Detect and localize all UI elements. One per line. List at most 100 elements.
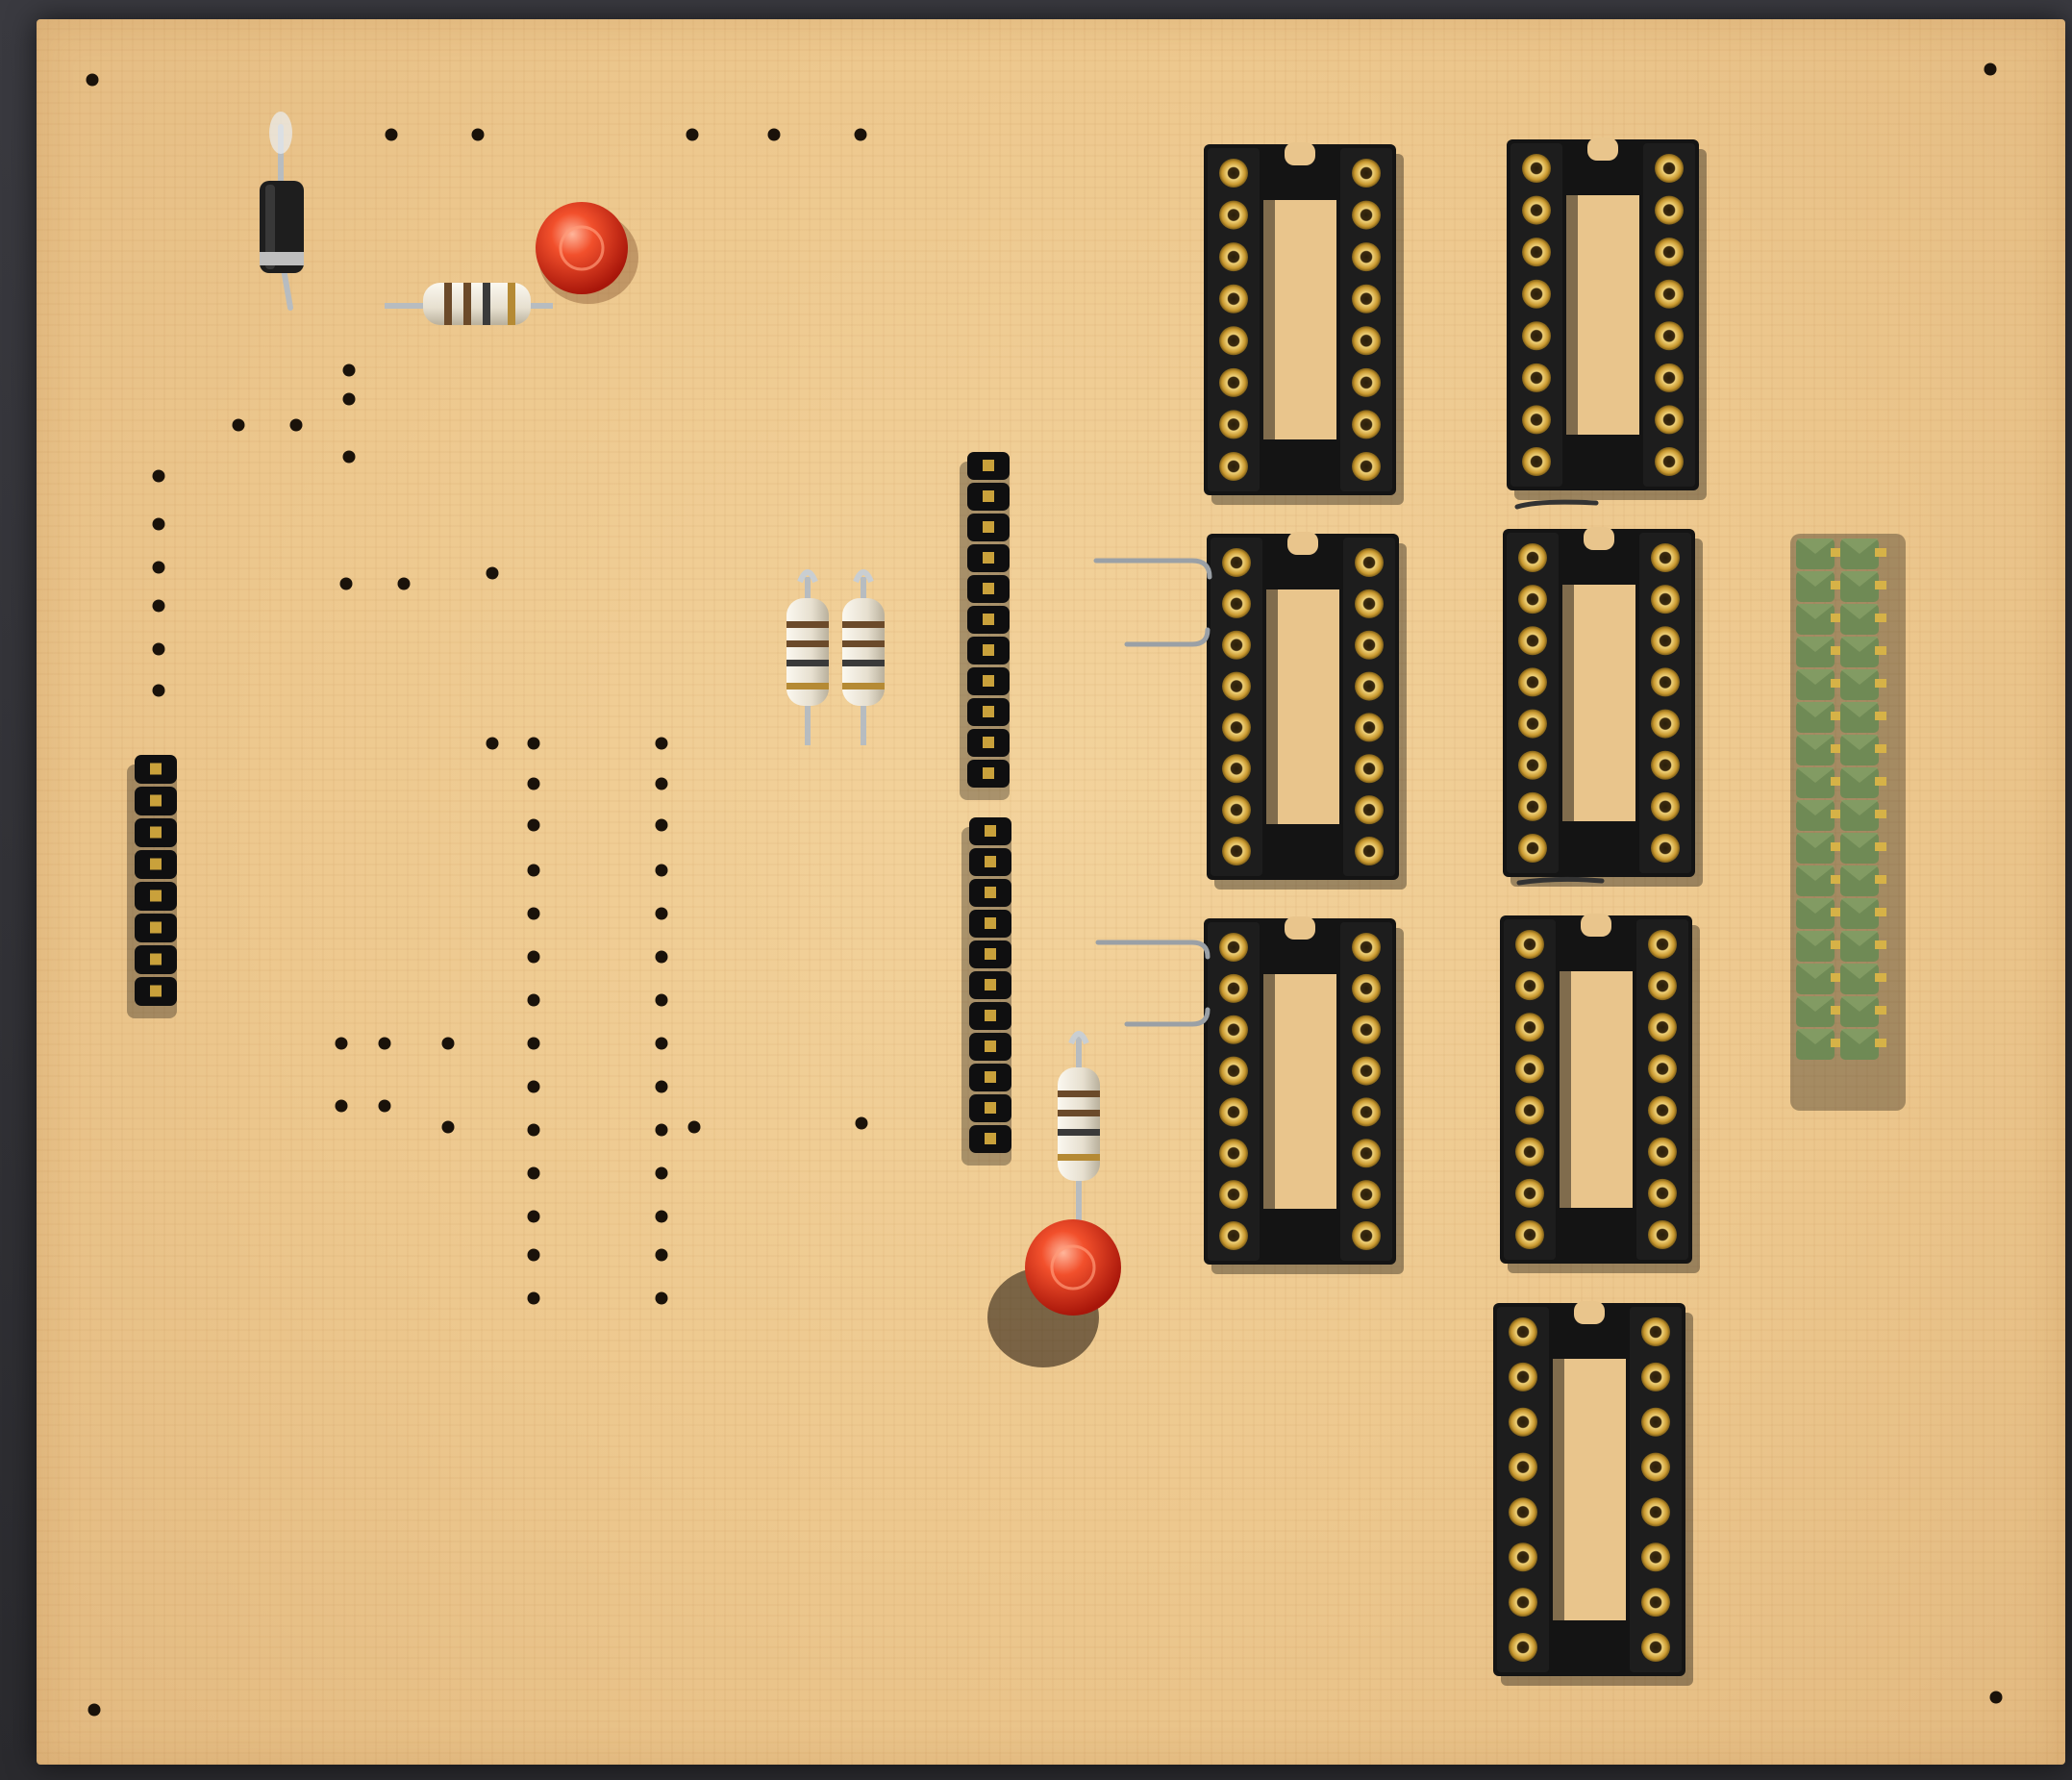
socket-pin	[1522, 363, 1551, 392]
socket-pin	[1509, 1452, 1537, 1482]
header-pin	[150, 890, 162, 902]
board-hole	[655, 818, 668, 832]
header-pin	[1831, 810, 1842, 818]
board-hole	[655, 1037, 668, 1050]
header-pin	[1875, 842, 1886, 851]
board-hole	[87, 1703, 101, 1717]
board-hole	[335, 1099, 348, 1113]
socket-pin	[1518, 543, 1547, 572]
header-pin	[985, 979, 996, 990]
socket-pin	[1355, 548, 1384, 577]
header-pin	[1831, 646, 1842, 655]
header-pin	[985, 825, 996, 837]
socket-pin	[1352, 933, 1381, 962]
socket-pin	[1648, 1137, 1677, 1166]
header-pin	[985, 856, 996, 867]
header-pin	[1875, 614, 1886, 622]
board-hole	[527, 1248, 540, 1262]
board-hole	[527, 1123, 540, 1137]
board-hole	[527, 993, 540, 1007]
socket-pin	[1509, 1588, 1537, 1617]
board-hole	[152, 561, 165, 574]
header-pin	[983, 460, 994, 471]
header-pin	[985, 948, 996, 960]
socket-pin	[1518, 709, 1547, 739]
header-pin	[983, 737, 994, 748]
socket-pin	[1515, 930, 1544, 959]
board-hole	[527, 777, 540, 790]
socket-pin	[1522, 238, 1551, 267]
socket-pin	[1509, 1407, 1537, 1437]
socket-pin	[1515, 1013, 1544, 1042]
socket-pin	[1641, 1588, 1670, 1617]
header-pin	[1875, 875, 1886, 884]
socket-pin	[1222, 795, 1251, 825]
header-pin	[1831, 614, 1842, 622]
board-hole	[1984, 63, 1997, 76]
header-pin	[1875, 581, 1886, 589]
board-hole	[441, 1120, 455, 1134]
header-pin	[985, 887, 996, 898]
socket-pin	[1651, 543, 1680, 572]
socket-pin	[1352, 410, 1381, 439]
header-pin	[1875, 646, 1886, 655]
socket-pin	[1222, 837, 1251, 865]
socket-pin	[1355, 795, 1384, 825]
board-hole	[854, 128, 867, 141]
socket-pin	[1219, 200, 1248, 230]
header-pin	[1831, 1006, 1842, 1015]
header-pin	[1875, 712, 1886, 720]
board-hole	[339, 577, 353, 590]
socket-pin	[1219, 1015, 1248, 1044]
board-hole	[527, 864, 540, 877]
socket-pin	[1648, 1095, 1677, 1125]
header-pin	[150, 953, 162, 965]
header-pin	[150, 794, 162, 807]
header-pin	[985, 917, 996, 929]
header-pin	[150, 921, 162, 934]
socket-pin	[1352, 326, 1381, 356]
board-hole	[527, 950, 540, 964]
board-hole	[655, 950, 668, 964]
socket-pin	[1648, 930, 1677, 959]
board-hole	[486, 737, 499, 750]
socket-pin	[1515, 1178, 1544, 1208]
socket-pin	[1655, 321, 1684, 351]
board-hole	[527, 1080, 540, 1093]
header-pin	[1875, 744, 1886, 753]
socket-pin	[1522, 154, 1551, 183]
board-hole	[527, 1037, 540, 1050]
header-pin	[1831, 744, 1842, 753]
header-pin	[983, 521, 994, 533]
ic-socket-16-pin	[1207, 532, 1407, 890]
socket-pin	[1219, 1097, 1248, 1127]
header-pin	[1831, 940, 1842, 949]
header-pin	[1875, 908, 1886, 916]
socket-pin	[1355, 754, 1384, 784]
board-hole	[655, 777, 668, 790]
socket-pin	[1509, 1542, 1537, 1572]
socket-pin	[1651, 750, 1680, 780]
socket-pin	[1518, 667, 1547, 697]
socket-pin	[1655, 279, 1684, 309]
green-double-header	[1790, 534, 1906, 1111]
board-hole	[655, 1123, 668, 1137]
resistor-lower	[1058, 1031, 1100, 1221]
socket-pin	[1641, 1317, 1670, 1346]
board-hole	[527, 737, 540, 750]
socket-pin	[1219, 1221, 1248, 1250]
board-hole	[486, 566, 499, 580]
board-hole	[655, 737, 668, 750]
board-hole	[378, 1099, 391, 1113]
board-hole	[378, 1037, 391, 1050]
board-hole	[527, 1166, 540, 1180]
socket-pin	[1352, 452, 1381, 481]
perfboard	[37, 19, 2065, 1765]
socket-pin	[1641, 1407, 1670, 1437]
header-pin	[1831, 973, 1842, 982]
header-pin	[983, 583, 994, 594]
board-hole	[342, 392, 356, 406]
socket-pin	[1515, 1137, 1544, 1166]
board-hole	[687, 1120, 701, 1134]
